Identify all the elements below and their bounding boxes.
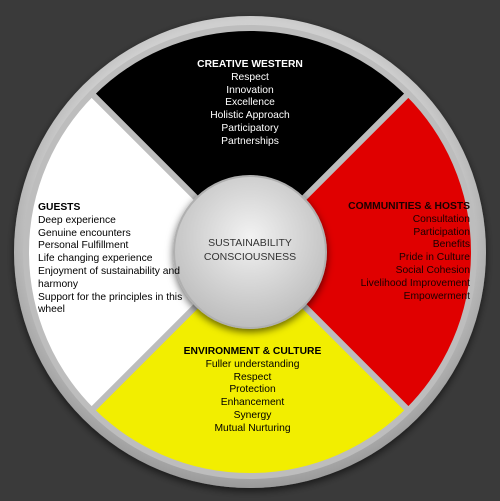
quadrant-top-item: Participatory [221, 122, 279, 134]
quadrant-bottom-item: Protection [229, 384, 276, 396]
quadrant-left-item: Deep experience [38, 214, 116, 226]
quadrant-top-item: Innovation [226, 84, 274, 96]
quadrant-left-title: GUESTS [38, 202, 81, 213]
center-label: SUSTAINABILITY CONSCIOUSNESS [190, 236, 310, 264]
quadrant-top-title: CREATIVE WESTERN [197, 59, 303, 70]
quadrant-bottom-item: Mutual Nurturing [214, 422, 291, 434]
quadrant-left-text: GUESTS Deep experience Genuine encounter… [38, 202, 188, 317]
quadrant-bottom-item: Enhancement [220, 397, 285, 409]
quadrant-right-item: Participation [413, 226, 470, 238]
quadrant-right-item: Benefits [432, 239, 470, 251]
quadrant-right-item: Pride in Culture [399, 252, 470, 264]
quadrant-bottom-item: Fuller understanding [205, 358, 300, 370]
quadrant-left-item: Enjoyment of sustainability and harmony [38, 265, 180, 290]
quadrant-top-item: Partnerships [221, 135, 279, 147]
center-label-line: CONSCIOUSNESS [203, 251, 297, 263]
quadrant-bottom-text: ENVIRONMENT & CULTURE Fuller understandi… [160, 346, 345, 436]
quadrant-top-item: Excellence [225, 97, 275, 109]
quadrant-top-item: Holistic Approach [210, 110, 290, 122]
quadrant-left-item: Support for the principles in this wheel [38, 291, 183, 316]
quadrant-top-wedge [88, 25, 412, 255]
quadrant-right-item: Social Cohesion [395, 264, 470, 276]
center-label-line: SUSTAINABILITY [208, 237, 292, 249]
quadrant-bottom-item: Synergy [233, 409, 272, 421]
quadrant-right-item: Consultation [412, 213, 470, 225]
quadrant-left-item: Genuine encounters [38, 227, 131, 239]
quadrant-left-item: Personal Fulfillment [38, 240, 129, 252]
quadrant-right-title: COMMUNITIES & HOSTS [348, 201, 470, 212]
quadrant-left-wedge [23, 90, 253, 414]
center-circle [173, 175, 327, 329]
quadrant-right-wedge [247, 90, 477, 414]
quadrant-bottom-wedge [88, 249, 412, 479]
quadrant-right-text: COMMUNITIES & HOSTS Consultation Partici… [325, 201, 470, 303]
quadrant-bottom-title: ENVIRONMENT & CULTURE [183, 346, 322, 357]
quadrant-left-item: Life changing experience [38, 253, 153, 265]
quadrant-top-text: CREATIVE WESTERN Respect Innovation Exce… [150, 59, 350, 149]
quadrant-top-item: Respect [231, 71, 269, 83]
quadrant-right-item: Empowerment [403, 290, 470, 302]
quadrant-bottom-item: Respect [233, 371, 272, 383]
quadrant-right-item: Livelihood Improvement [360, 277, 470, 289]
